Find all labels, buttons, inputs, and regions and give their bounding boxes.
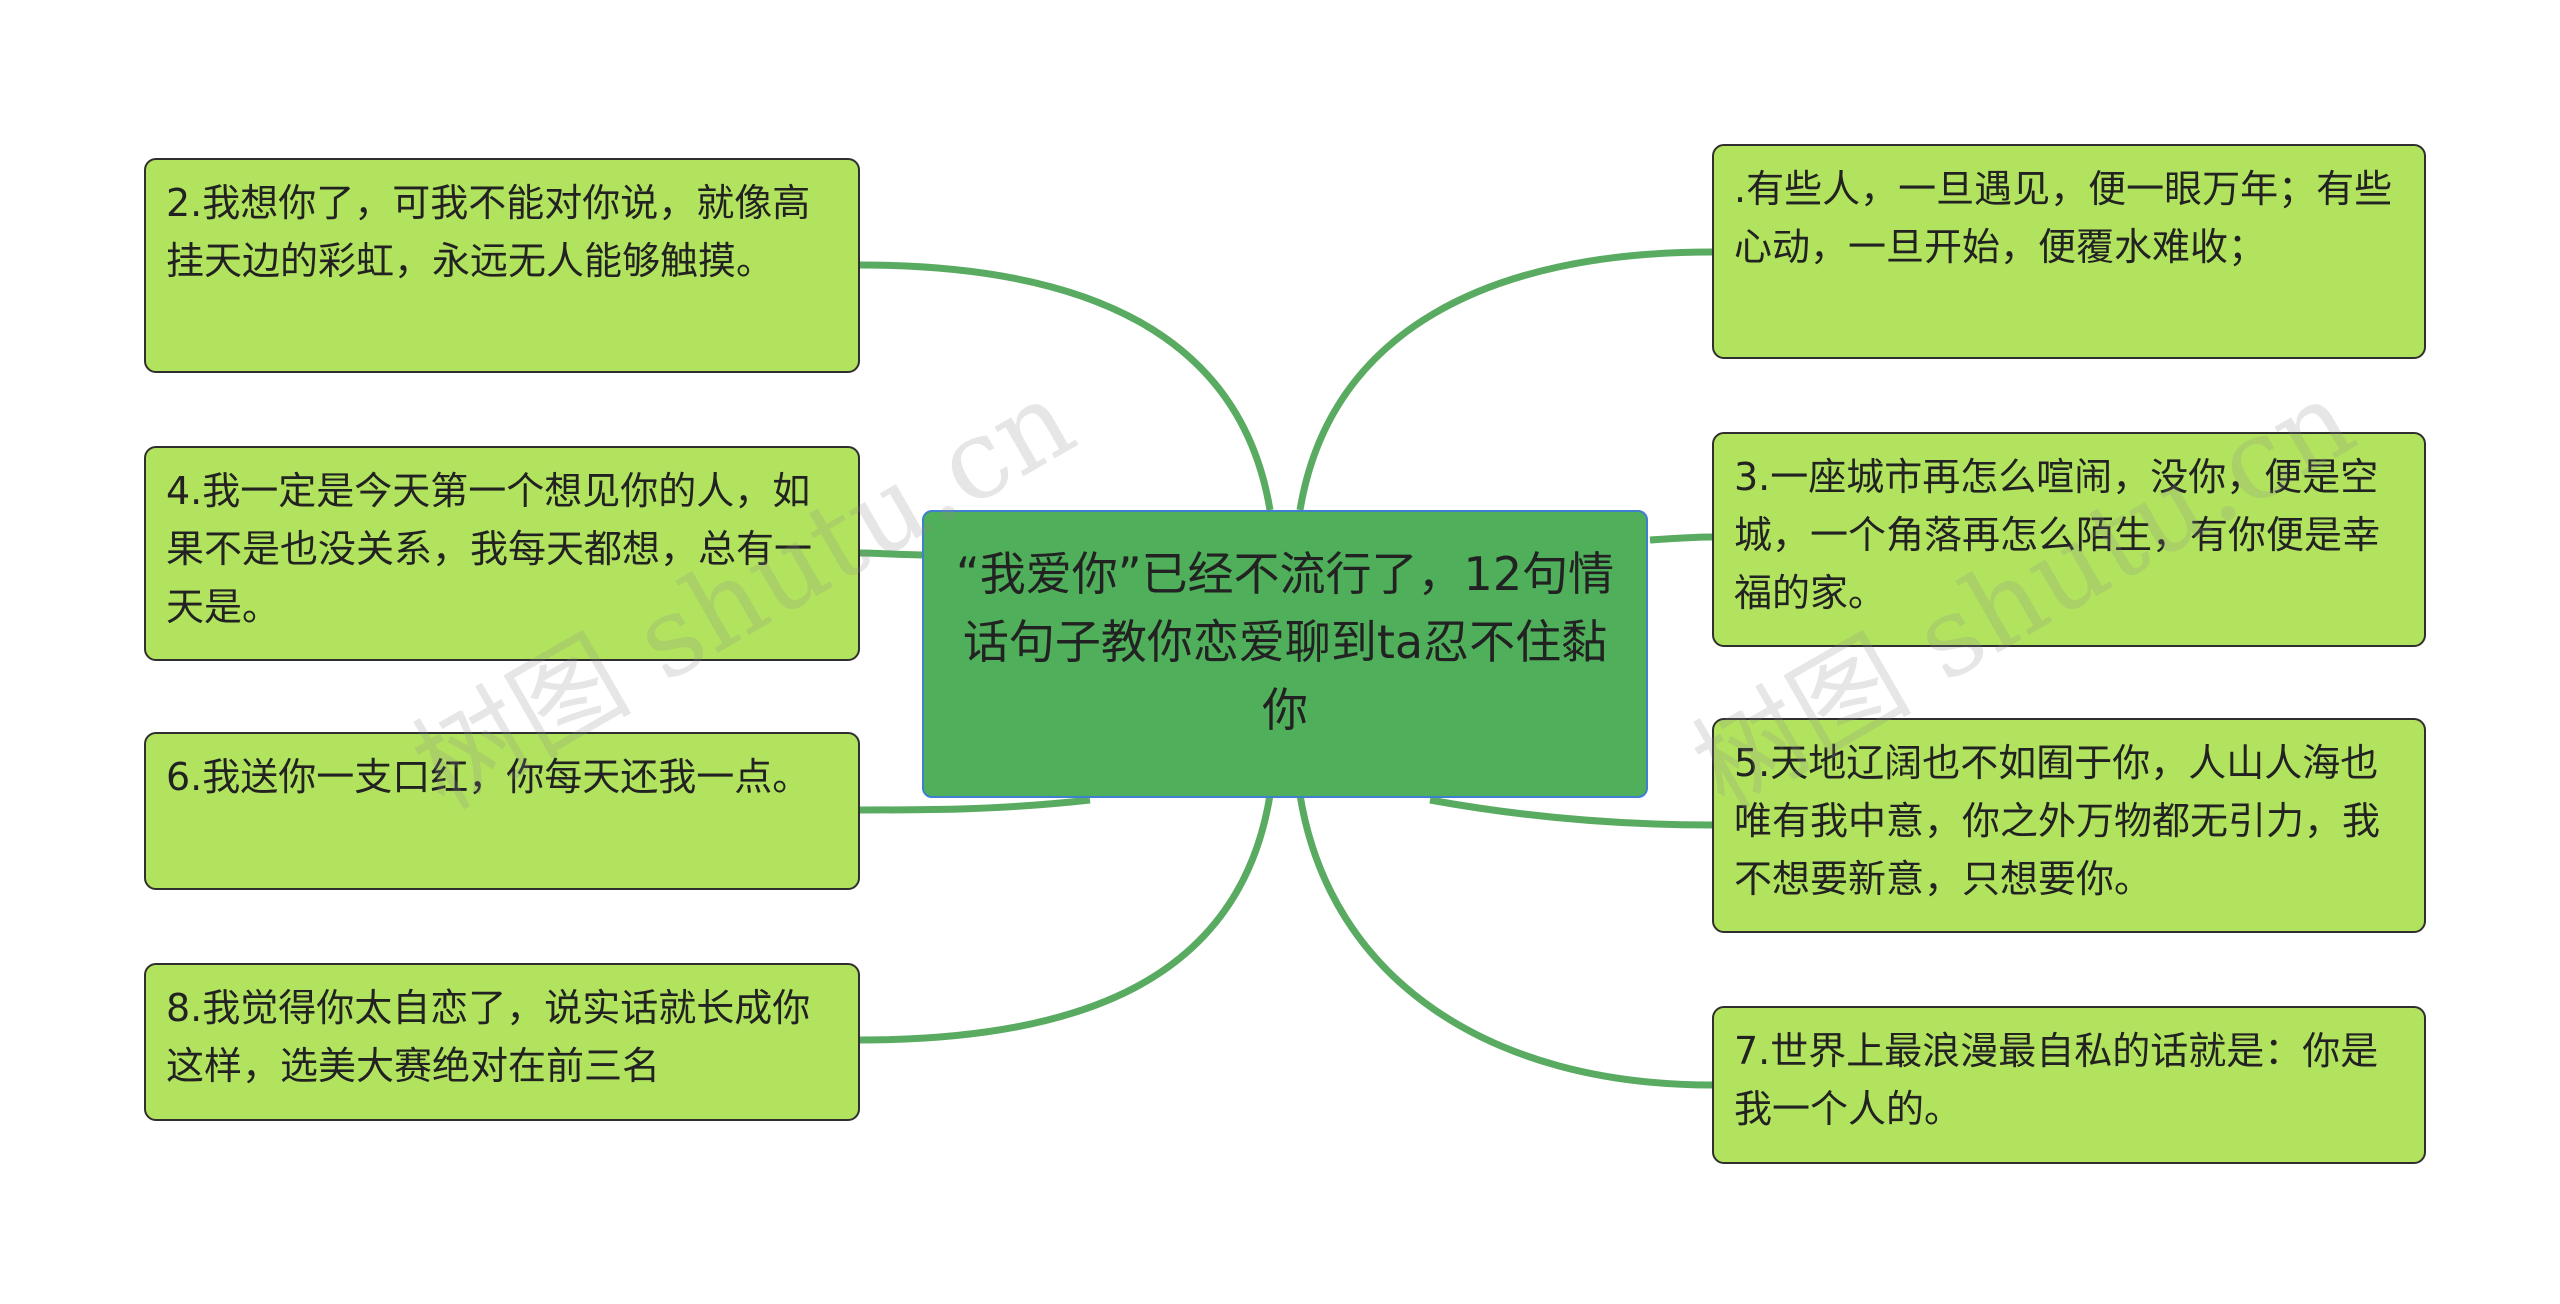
link-right-4 <box>1296 794 1713 1089</box>
topic-node-right-1[interactable]: .有些人，一旦遇见，便一眼万年；有些心动，一旦开始，便覆水难收； <box>1712 144 2426 359</box>
link-left-3 <box>859 796 1091 814</box>
topic-node-left-1[interactable]: 2.我想你了，可我不能对你说，就像高挂天边的彩虹，永远无人能够触摸。 <box>144 158 860 373</box>
topic-node-right-3[interactable]: 5.天地辽阔也不如囿于你，人山人海也唯有我中意，你之外万物都无引力，我不想要新意… <box>1712 718 2426 933</box>
topic-node-right-2[interactable]: 3.一座城市再怎么喧闹，没你，便是空城，一个角落再怎么陌生，有你便是幸福的家。 <box>1712 432 2426 647</box>
central-topic[interactable]: “我爱你”已经不流行了，12句情话句子教你恋爱聊到ta忍不住黏你 <box>922 510 1648 798</box>
link-right-3 <box>1429 796 1713 829</box>
topic-node-right-4[interactable]: 7.世界上最浪漫最自私的话就是：你是我一个人的。 <box>1712 1006 2426 1164</box>
link-right-1 <box>1296 248 1713 511</box>
link-left-2 <box>859 549 926 559</box>
link-left-4 <box>859 794 1274 1044</box>
link-left-1 <box>859 261 1274 511</box>
link-right-2 <box>1649 533 1713 544</box>
topic-node-left-3[interactable]: 6.我送你一支口红，你每天还我一点。 <box>144 732 860 890</box>
topic-node-left-2[interactable]: 4.我一定是今天第一个想见你的人，如果不是也没关系，我每天都想，总有一天是。 <box>144 446 860 661</box>
topic-node-left-4[interactable]: 8.我觉得你太自恋了，说实话就长成你这样，选美大赛绝对在前三名 <box>144 963 860 1121</box>
